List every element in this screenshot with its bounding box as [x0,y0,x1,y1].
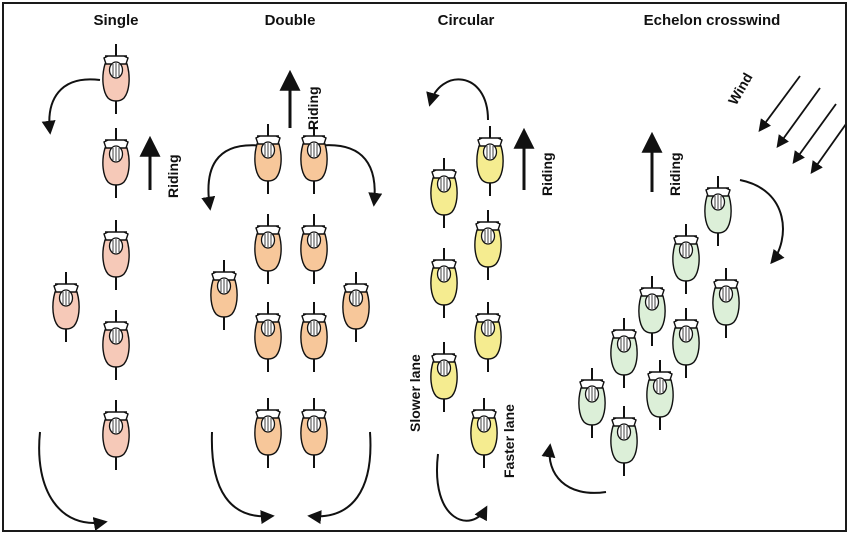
cyclist-single-4 [51,271,81,343]
cyclist-double-2 [299,123,329,195]
cyclist-double-6 [341,271,371,343]
riding-label-circular: Riding [539,152,555,196]
wind-label: Wind [725,70,756,108]
cyclist-echelon-6 [609,317,639,389]
cyclist-echelon-8 [577,367,607,439]
cyclist-double-8 [299,301,329,373]
cyclist-single-1 [101,43,131,115]
cyclist-echelon-7 [645,359,675,431]
cyclist-echelon-3 [711,267,741,339]
cyclist-double-9 [253,397,283,469]
cyclist-single-2 [101,127,131,199]
riding-label-single: Riding [165,154,181,198]
riding-label-double: Riding [305,86,321,130]
cyclist-circular-4 [429,247,459,319]
wind-arrows [758,75,847,175]
cyclist-double-10 [299,397,329,469]
cyclist-echelon-9 [609,405,639,477]
cyclist-double-4 [299,213,329,285]
cyclist-echelon-4 [637,275,667,347]
cyclist-circular-3 [473,209,503,281]
cyclist-circular-5 [473,301,503,373]
faster-lane-label: Faster lane [501,404,517,478]
riding-indicator-double: Riding [279,69,321,130]
cyclist-circular-2 [429,157,459,229]
cyclist-circular-6 [429,341,459,413]
cyclist-circular-7 [469,397,499,469]
riding-indicator-single: Riding [139,135,181,198]
cyclist-echelon-2 [671,223,701,295]
riding-indicator-echelon: Riding [641,131,683,196]
cyclist-double-5 [209,259,239,331]
title-single: Single [93,12,138,29]
cyclist-double-1 [253,123,283,195]
riding-label-echelon: Riding [667,152,683,196]
rotation-arrows [38,78,785,531]
cyclist-double-7 [253,301,283,373]
cyclist-echelon-5 [671,307,701,379]
title-double: Double [265,12,316,29]
cyclist-echelon-1 [703,175,733,247]
riding-indicator-circular: Riding [513,127,555,196]
title-echelon-crosswind: Echelon crosswind [644,12,781,29]
cyclist-circular-1 [475,125,505,197]
slower-lane-label: Slower lane [407,354,423,432]
cyclist-single-3 [101,219,131,291]
cyclist-single-5 [101,309,131,381]
cyclist-double-3 [253,213,283,285]
riders-layer [51,43,741,477]
title-circular: Circular [438,12,495,29]
cyclist-single-6 [101,399,131,471]
